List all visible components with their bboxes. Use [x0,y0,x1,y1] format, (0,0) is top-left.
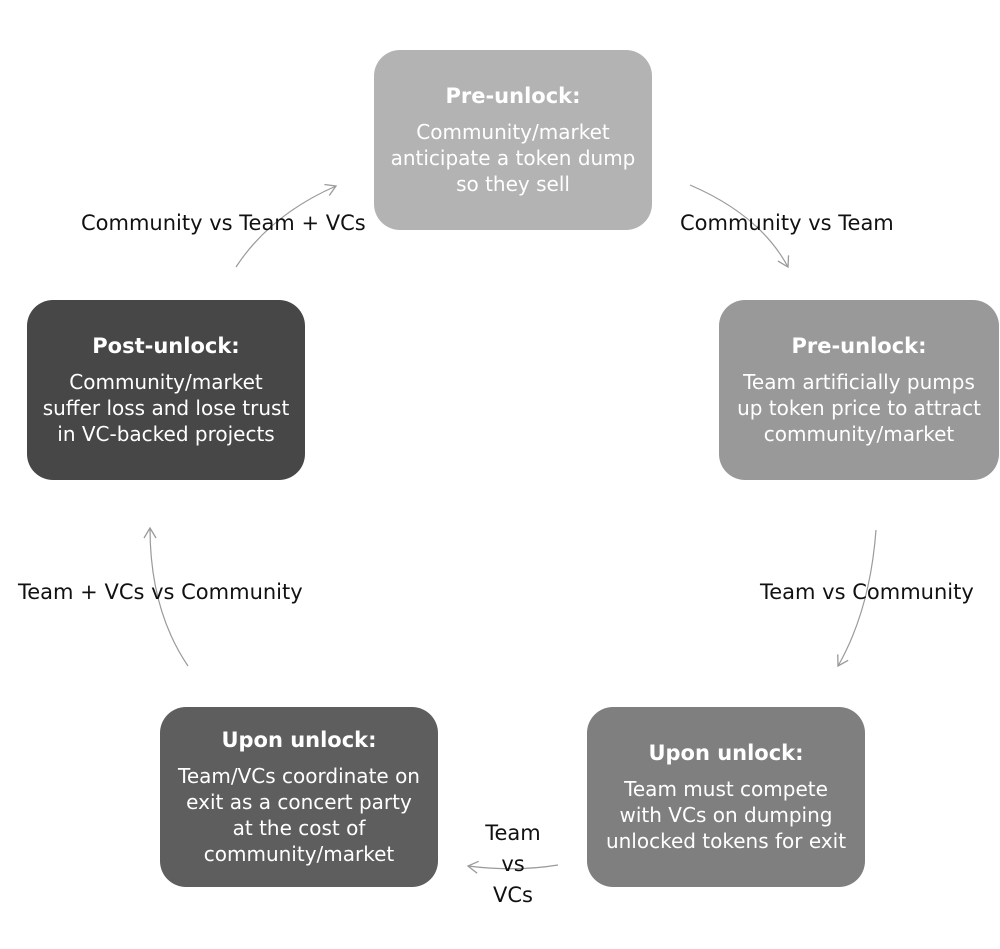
arrow-bottom-left-to-left [143,526,189,667]
edge-label-community-vs-team: Community vs Team [680,211,894,235]
node-post-unlock-loss: Post-unlock: Community/market suffer los… [27,300,305,480]
node-pre-unlock-team-pump: Pre-unlock: Team artificially pumps up t… [719,300,999,480]
arrow-bottom-right-to-bottom-left [466,860,559,874]
node-pre-unlock-community-sell: Pre-unlock: Community/market anticipate … [374,50,652,230]
edge-label-line: VCs [493,883,533,907]
node-body: Community/market suffer loss and lose tr… [42,370,290,446]
node-body: Team must compete with VCs on dumping un… [605,777,847,853]
node-title: Pre-unlock: [791,334,927,358]
edge-label-team-vs-vcs: Team vs VCs [478,818,548,911]
node-body: Team artificially pumps up token price t… [737,370,981,446]
edge-label-line: vs [501,852,525,876]
arrow-right-to-bottom-right [837,529,877,668]
edge-label-team-vs-community: Team vs Community [760,580,974,604]
node-title: Pre-unlock: [445,84,581,108]
edge-label-line: Team [485,821,541,845]
node-title: Upon unlock: [221,728,377,752]
node-title: Post-unlock: [92,334,240,358]
arrow-left-to-top [235,183,338,268]
edge-label-community-vs-team-vcs: Community vs Team + VCs [81,211,366,235]
node-body: Community/market anticipate a token dump… [390,120,636,196]
arrow-top-to-right [689,184,790,269]
node-upon-unlock-team-compete: Upon unlock: Team must compete with VCs … [587,707,865,887]
node-upon-unlock-concert-party: Upon unlock: Team/VCs coordinate on exit… [160,707,438,887]
edge-label-team-vcs-vs-community: Team + VCs vs Community [18,580,303,604]
node-title: Upon unlock: [648,741,804,765]
node-body: Team/VCs coordinate on exit as a concert… [178,764,420,866]
